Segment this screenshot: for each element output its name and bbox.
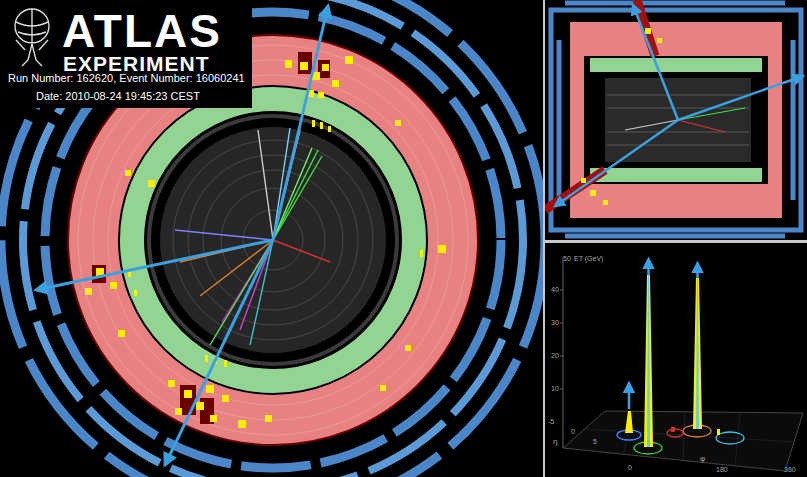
- lego-plot: [545, 243, 807, 477]
- axis-value: 30: [551, 319, 559, 327]
- eta-phi-plane: [563, 411, 803, 471]
- logo-subtitle: EXPERIMENT: [63, 52, 210, 75]
- axis-title: η: [553, 438, 557, 447]
- axis-value: -5: [548, 418, 554, 426]
- axis-title: ET (GeV): [574, 255, 603, 263]
- et-axis: [563, 258, 564, 448]
- axis-value: 0: [571, 428, 575, 436]
- atlas-logo-figure: [15, 9, 49, 66]
- muon-chambers: [551, 3, 801, 236]
- jet-arrows: [629, 259, 698, 409]
- background: [545, 243, 807, 477]
- axis-value: 0: [628, 464, 632, 472]
- logo-panel: [0, 0, 252, 108]
- axis-value: 50: [563, 255, 571, 263]
- date-info: Date: 2010-08-24 19:45:23 CEST: [36, 90, 200, 102]
- axis-title: φ: [700, 455, 705, 464]
- tracks: [175, 128, 330, 345]
- axis-ticks: [560, 290, 563, 389]
- plane-grid: [584, 411, 794, 467]
- axis-value: 5: [593, 438, 597, 446]
- jet-arrows: [555, 5, 803, 206]
- logo-title: ATLAS: [62, 6, 222, 57]
- energy-ellipses: [617, 425, 744, 454]
- tracks: [625, 108, 745, 132]
- axis-value: 10: [551, 385, 559, 393]
- background: [545, 0, 807, 240]
- side-view: [545, 0, 807, 240]
- run-info: Run Number: 162620, Event Number: 160602…: [8, 72, 245, 84]
- muon-layer: [1, 0, 543, 477]
- axis-value: 20: [551, 352, 559, 360]
- muon-layer: [23, 0, 523, 477]
- energy-deposits: [545, 0, 655, 210]
- axis-value: 360: [784, 466, 796, 474]
- muon-chambers: [1, 0, 543, 477]
- axis-value: 40: [551, 286, 559, 294]
- energy-towers: [625, 275, 720, 447]
- axis-value: 180: [716, 466, 728, 474]
